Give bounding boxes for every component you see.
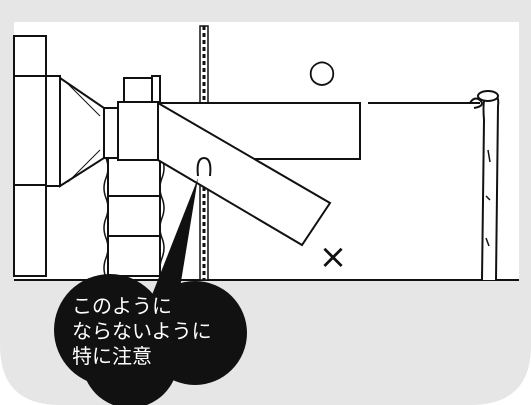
correct-mark: ○ [308, 52, 336, 90]
tree-post [469, 90, 500, 281]
incorrect-mark: × [319, 237, 348, 277]
warning-callout: このように ならないように 特に注意 [54, 178, 247, 405]
fan-housing [13, 35, 119, 277]
callout-line-2: ならないように [72, 319, 212, 343]
callout-line-3: 特に注意 [72, 344, 152, 368]
duct-stand [103, 157, 165, 279]
callout-line-1: このように [72, 294, 172, 318]
duct-incorrect [157, 101, 332, 247]
pole-hook [196, 156, 212, 177]
